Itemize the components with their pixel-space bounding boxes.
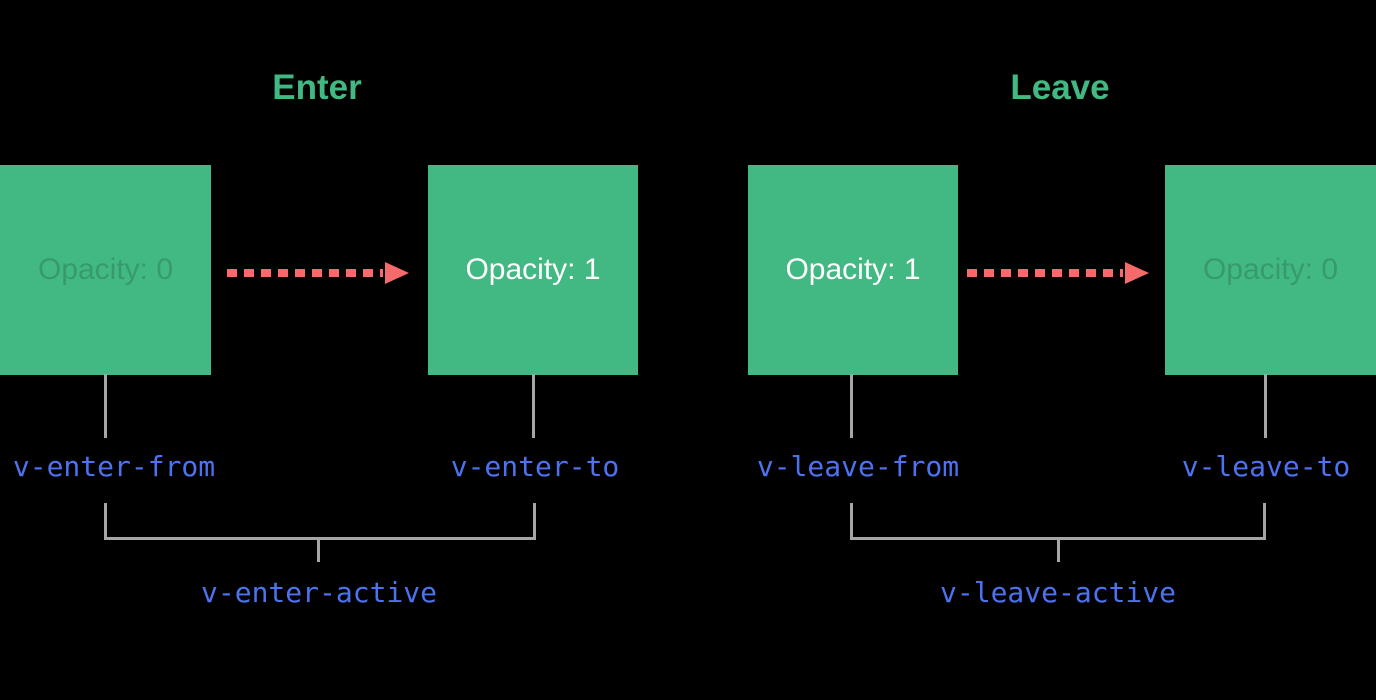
v-leave-from-label: v-leave-from xyxy=(756,450,960,483)
leave-dashed-arrow-icon xyxy=(967,262,1149,284)
leave-start-state-box: Opacity: 1 xyxy=(748,165,958,375)
leave-phase-title: Leave xyxy=(1010,68,1110,107)
connector-line xyxy=(850,374,853,438)
connector-line xyxy=(1264,374,1267,438)
connector-line xyxy=(532,374,535,438)
enter-end-state-box: Opacity: 1 xyxy=(428,165,638,375)
opacity-value-label: Opacity: 1 xyxy=(785,253,921,286)
v-leave-to-label: v-leave-to xyxy=(1181,450,1351,483)
v-enter-from-label: v-enter-from xyxy=(12,450,216,483)
connector-line xyxy=(104,374,107,438)
v-leave-active-label: v-leave-active xyxy=(939,576,1177,609)
enter-dashed-arrow-icon xyxy=(227,262,409,284)
enter-start-state-box: Opacity: 0 xyxy=(0,165,211,375)
leave-active-bracket xyxy=(850,503,1266,540)
opacity-value-label: Opacity: 1 xyxy=(465,253,601,286)
enter-phase-title: Enter xyxy=(272,68,362,107)
enter-active-bracket xyxy=(104,503,536,540)
leave-end-state-box: Opacity: 0 xyxy=(1165,165,1376,375)
v-enter-active-label: v-enter-active xyxy=(200,576,438,609)
v-enter-to-label: v-enter-to xyxy=(450,450,620,483)
opacity-value-label: Opacity: 0 xyxy=(37,253,174,286)
opacity-value-label: Opacity: 0 xyxy=(1202,253,1339,286)
enter-bracket-stem xyxy=(317,540,320,562)
leave-bracket-stem xyxy=(1057,540,1060,562)
